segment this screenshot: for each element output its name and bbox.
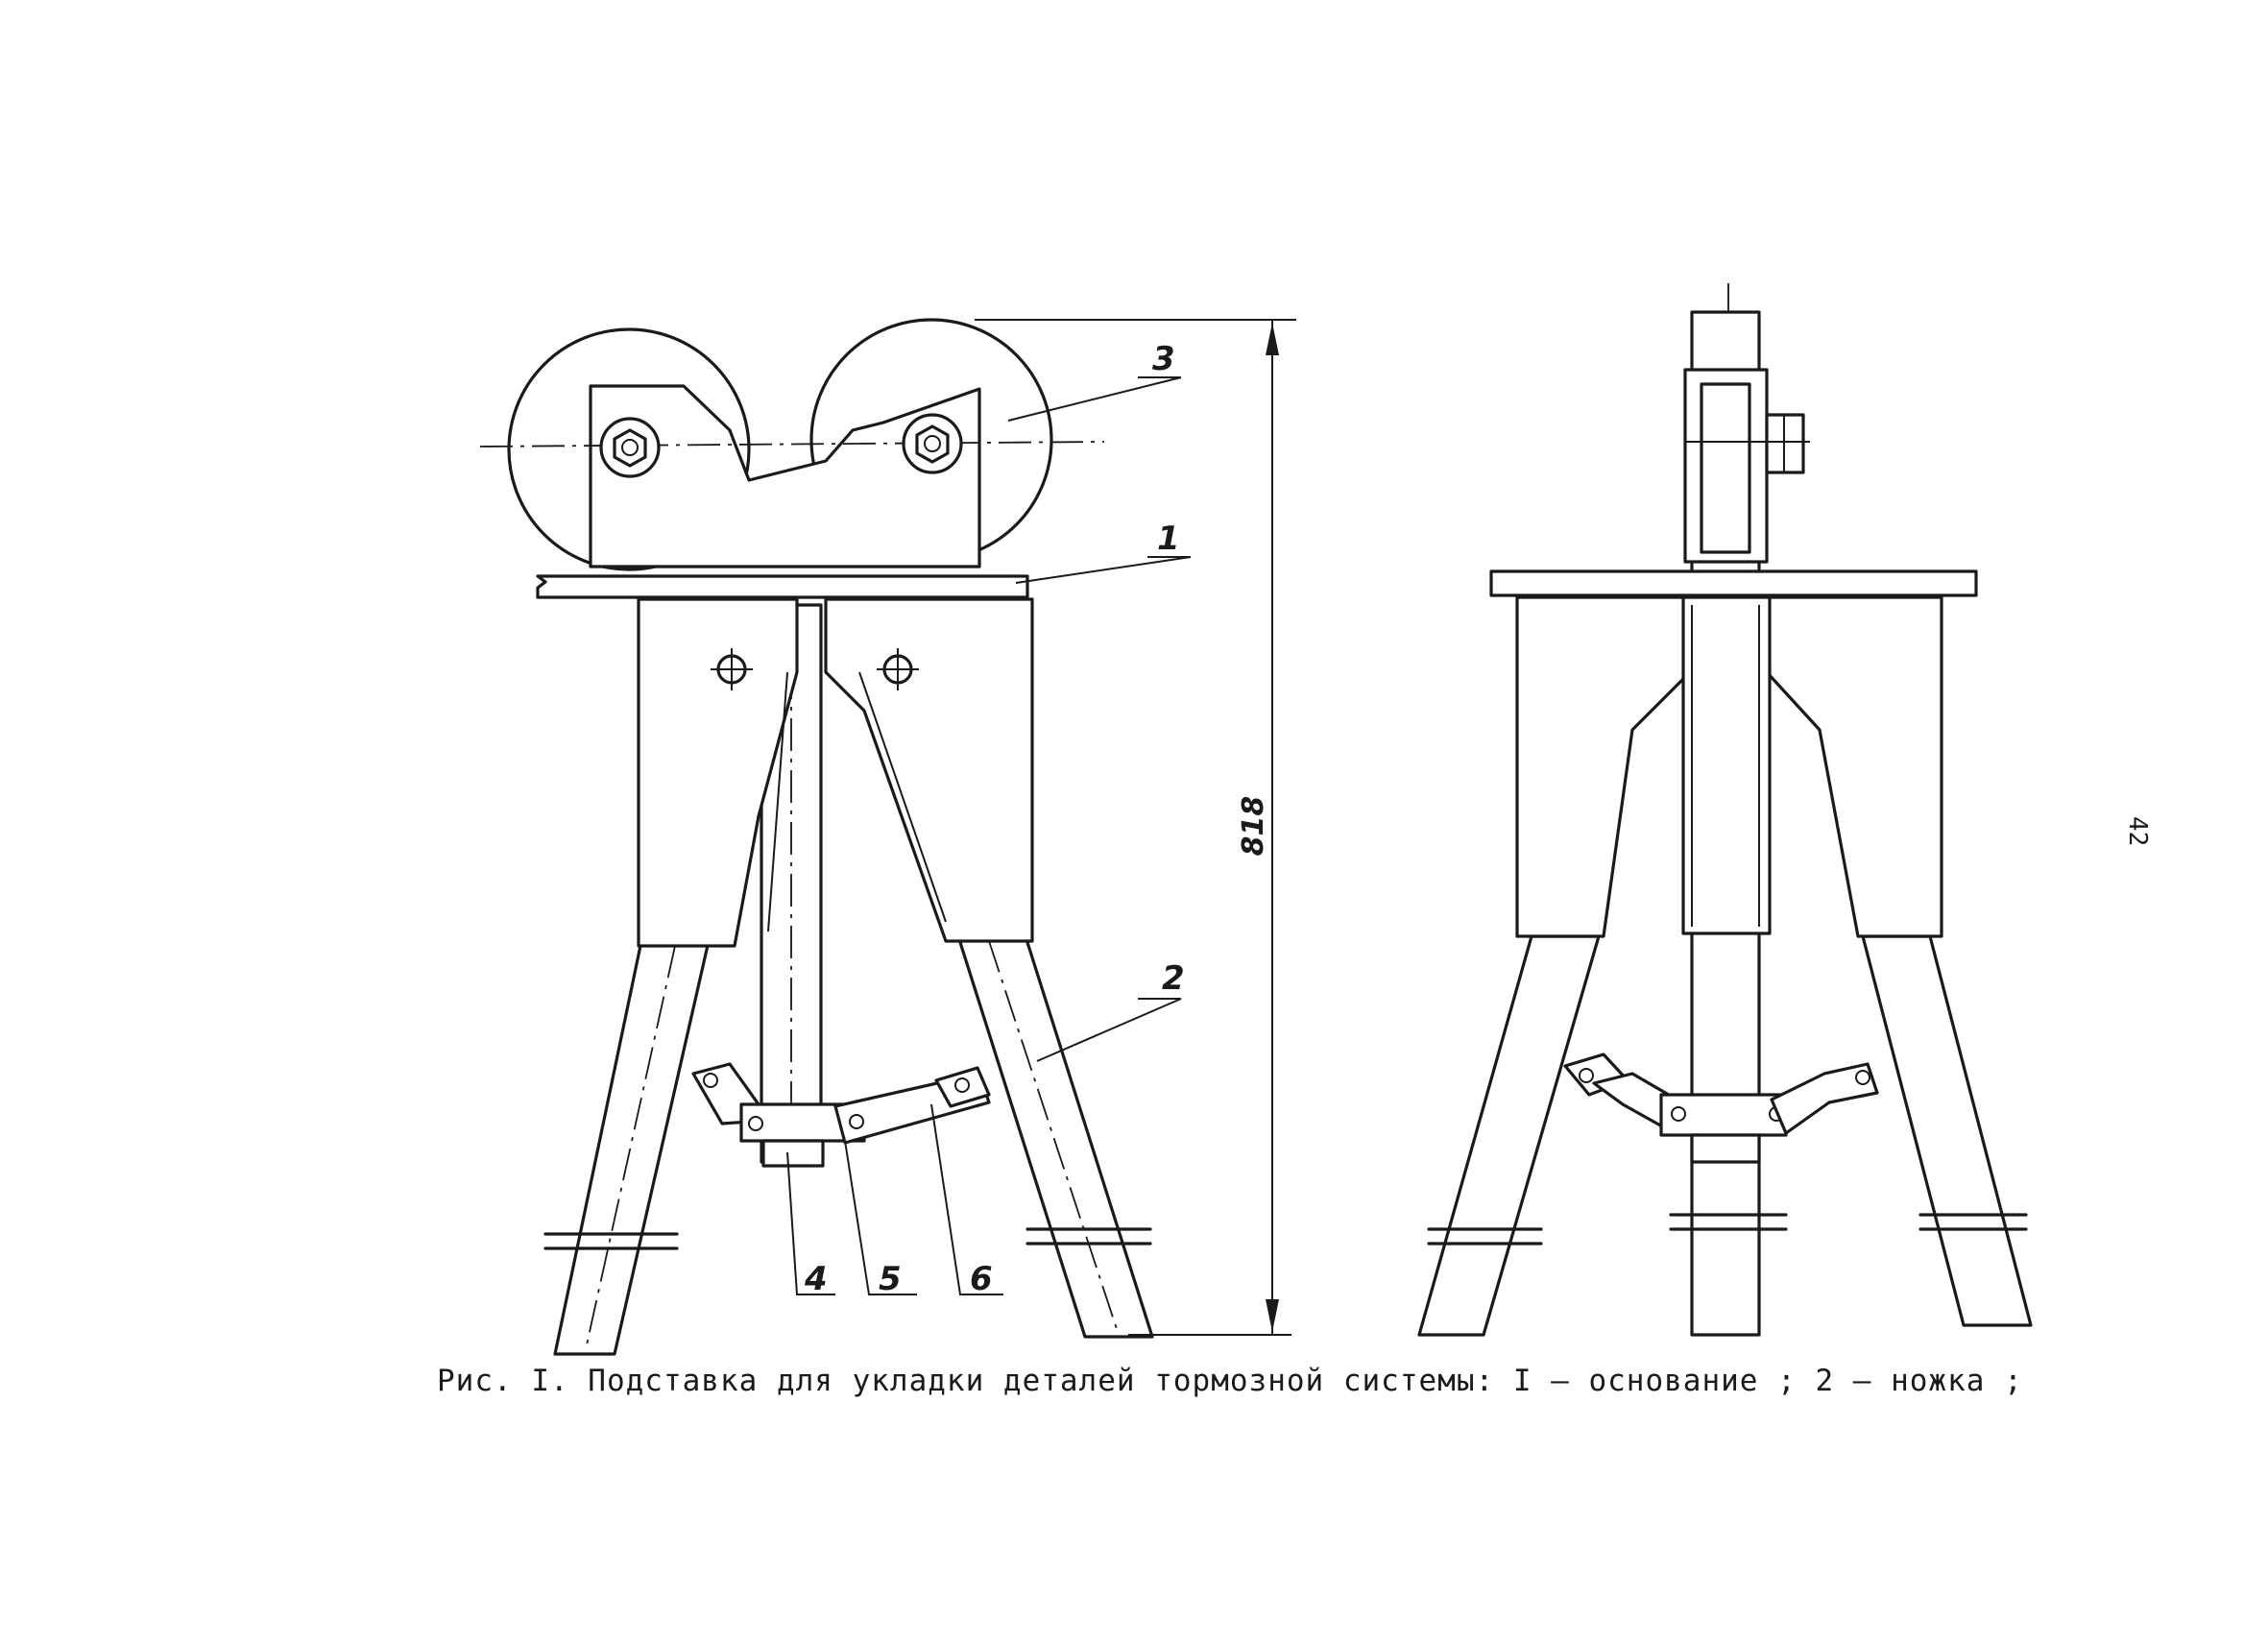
front-left-leg bbox=[553, 939, 711, 1356]
side-base-plate bbox=[1489, 569, 1978, 597]
side-top-fitting bbox=[1683, 368, 1810, 564]
callout-5: 5 bbox=[879, 1260, 902, 1298]
wheel-bracket-plate bbox=[589, 384, 981, 568]
front-linkage bbox=[691, 1062, 991, 1168]
side-break-marks bbox=[1427, 1213, 2028, 1246]
housing-hole-right bbox=[877, 648, 919, 690]
front-leg-housing bbox=[637, 597, 1034, 948]
front-bolt-right bbox=[902, 413, 963, 474]
callout-3: 3 bbox=[1152, 340, 1175, 378]
callout-2: 2 bbox=[1162, 959, 1185, 998]
front-view: 818 3 1 2 4 5 6 bbox=[479, 318, 1296, 1356]
callout-4: 4 bbox=[804, 1260, 828, 1298]
side-right-leg bbox=[1861, 934, 2033, 1327]
front-break-marks bbox=[543, 1227, 1152, 1250]
side-housing bbox=[1515, 595, 1943, 938]
page-number: 42 bbox=[2123, 816, 2152, 846]
callout-1: 1 bbox=[1157, 520, 1180, 558]
front-base-plate bbox=[536, 574, 1029, 599]
side-left-leg bbox=[1417, 934, 1601, 1337]
figure-caption: Рис. I. Подставка для укладки деталей то… bbox=[437, 1364, 2023, 1398]
side-view bbox=[1417, 283, 2033, 1337]
housing-hole-left bbox=[711, 648, 753, 690]
side-linkage bbox=[1563, 1052, 1879, 1164]
callout-leaders bbox=[786, 376, 1192, 1295]
front-bolt-left bbox=[599, 417, 661, 478]
dimension-818: 818 bbox=[1237, 796, 1270, 857]
callout-6: 6 bbox=[970, 1260, 993, 1298]
height-dimension: 818 bbox=[975, 319, 1296, 1336]
